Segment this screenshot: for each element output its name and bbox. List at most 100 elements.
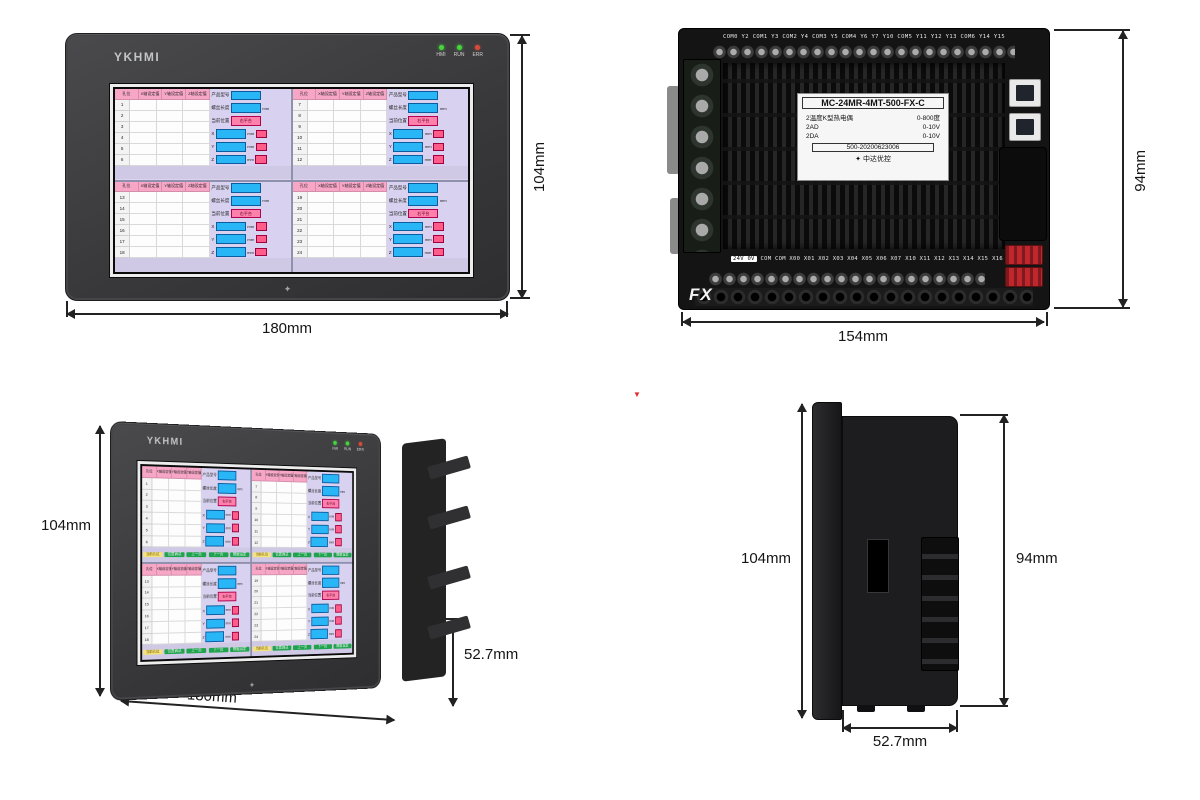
screen-cell (169, 587, 185, 599)
value-field (206, 605, 225, 615)
screen-button-row: 当前孔位位置调试上一页下一页数据设定 (115, 166, 291, 180)
screen-header-cell: Z轴设定值 (364, 182, 388, 193)
screen-header-cell: Y轴设定值 (172, 467, 187, 479)
side-terminal-block (921, 537, 959, 671)
screen-row-number: 12 (252, 537, 261, 548)
value-field (393, 234, 423, 244)
screen-cell (130, 247, 157, 258)
field-label: 当前位置 (308, 593, 321, 599)
screen-row-number: 23 (293, 236, 308, 247)
screen-button-row: 当前孔位位置调试上一页下一页数据设定 (142, 548, 250, 562)
screen-cell (277, 537, 292, 548)
axis-label: Z (203, 539, 205, 544)
screen-cell (261, 526, 276, 537)
screen-cell (334, 144, 361, 155)
screen-row-number: 4 (115, 133, 130, 144)
unit-label: mm (225, 539, 230, 543)
value-field (231, 91, 261, 101)
screen-cell (308, 214, 335, 225)
axis-label: X (389, 131, 392, 136)
screen-row-number: 9 (252, 503, 261, 514)
axis-label: Y (389, 144, 392, 149)
screen-corner-label: 当前孔位 (253, 553, 271, 558)
axis-label: Z (203, 635, 205, 640)
field-label: 产品型号 (308, 567, 321, 573)
screen-cell (277, 597, 292, 608)
screen-cell (185, 513, 201, 525)
unit-label: mm (329, 540, 334, 544)
screen-header-cell: Y轴设定值 (340, 182, 364, 193)
screen-cell (277, 493, 292, 504)
screen-header-row: 孔位X轴设定值Y轴设定值Z轴设定值 (252, 564, 307, 575)
value-field (393, 247, 423, 257)
screen-row: 6 (115, 155, 210, 166)
unit-label: mm (225, 634, 230, 638)
screen-quadrant: 孔位X轴设定值Y轴设定值Z轴设定值131415161718产品型号螺丝长度mm当… (115, 182, 291, 273)
screen-axis-row: Ymm (202, 616, 251, 630)
screen-header-cell: Z轴设定值 (364, 89, 388, 100)
value-field (322, 474, 339, 484)
unit-label: mm (425, 144, 432, 149)
screen-row-number: 13 (142, 576, 152, 588)
screen-table: 孔位X轴设定值Y轴设定值Z轴设定值131415161718 (142, 564, 201, 646)
screen-quadrant: 孔位X轴设定值Y轴设定值Z轴设定值192021222324产品型号螺丝长度mm当… (252, 564, 352, 656)
brand-diamond-icon: ✦ (855, 156, 861, 163)
screen-row-number: 21 (252, 597, 261, 608)
screen-cell (130, 214, 157, 225)
screen-cell (169, 536, 185, 548)
plc-terminal-labels-bottom: 24V 0V COM COM X00 X01 X02 X03 X04 X05 X… (731, 256, 1003, 262)
unit-label: mm (425, 250, 432, 255)
status-leds: HMI RUN ERR (332, 441, 364, 453)
screen-button: 下一页 (209, 553, 228, 558)
unit-label: mm (329, 527, 334, 531)
screen-row-number: 22 (293, 225, 308, 236)
screen-button: 位置调试 (273, 553, 292, 558)
led-label: RUN (454, 52, 465, 58)
screen-cell (261, 619, 276, 631)
value-field (206, 510, 225, 520)
screen-header-cell: X轴设定值 (266, 470, 280, 482)
terminal-screws-bottom (709, 271, 985, 287)
screen-product-panel: 产品型号螺丝长度mm当前位置右平台XmmYmmZmm (387, 182, 468, 259)
screen-row: 6 (142, 536, 201, 548)
screen-cell (261, 597, 276, 608)
screen-cell (334, 214, 361, 225)
screen-row-number: 19 (252, 575, 261, 586)
screen-header-cell: Z轴设定值 (293, 471, 307, 482)
power-terminal-label: 24V 0V (731, 256, 757, 262)
screen-cell (152, 513, 169, 525)
screen-quadrant: 孔位X轴设定值Y轴设定值Z轴设定值192021222324产品型号螺丝长度mm当… (293, 182, 469, 273)
screen-cell (185, 536, 201, 548)
screen-row: 24 (293, 247, 388, 258)
screen-header-cell: 孔位 (142, 564, 157, 576)
value-field (408, 183, 438, 193)
status-chip (256, 143, 267, 151)
red-connector-1 (1005, 245, 1043, 265)
screen-cell (183, 111, 210, 122)
screen-row: 11 (252, 526, 307, 538)
screen-row: 14 (142, 587, 201, 599)
value-field (216, 129, 246, 139)
value-field (311, 512, 328, 522)
spec-name: 2温度K型热电偶 (806, 112, 853, 122)
screen-corner-label: 当前孔位 (143, 650, 162, 655)
screen-axis-row: Xmm (387, 127, 468, 140)
value-field (231, 103, 261, 113)
field-label: 当前位置 (308, 501, 321, 507)
screen-cell (152, 610, 169, 622)
status-chip (335, 629, 342, 637)
screen-cell (185, 490, 201, 502)
screen-cell (152, 524, 169, 536)
screen-row-number: 14 (142, 587, 152, 599)
dim-line-plc-width (683, 321, 1044, 323)
screen-cell (277, 526, 292, 537)
screen-cell (183, 192, 210, 203)
hmi-touchscreen: 孔位X轴设定值Y轴设定值Z轴设定值123456产品型号螺丝长度mm当前位置右平台… (110, 84, 473, 277)
led-hmi: HMI (436, 45, 445, 58)
screen-cell (277, 482, 292, 493)
screen-field-row: 螺丝长度mm (210, 102, 291, 115)
screen-product-panel: 产品型号螺丝长度mm当前位置右平台XmmYmmZmm (387, 89, 468, 166)
screen-cell (292, 504, 307, 515)
value-field (216, 155, 246, 165)
screen-cell (277, 630, 292, 641)
